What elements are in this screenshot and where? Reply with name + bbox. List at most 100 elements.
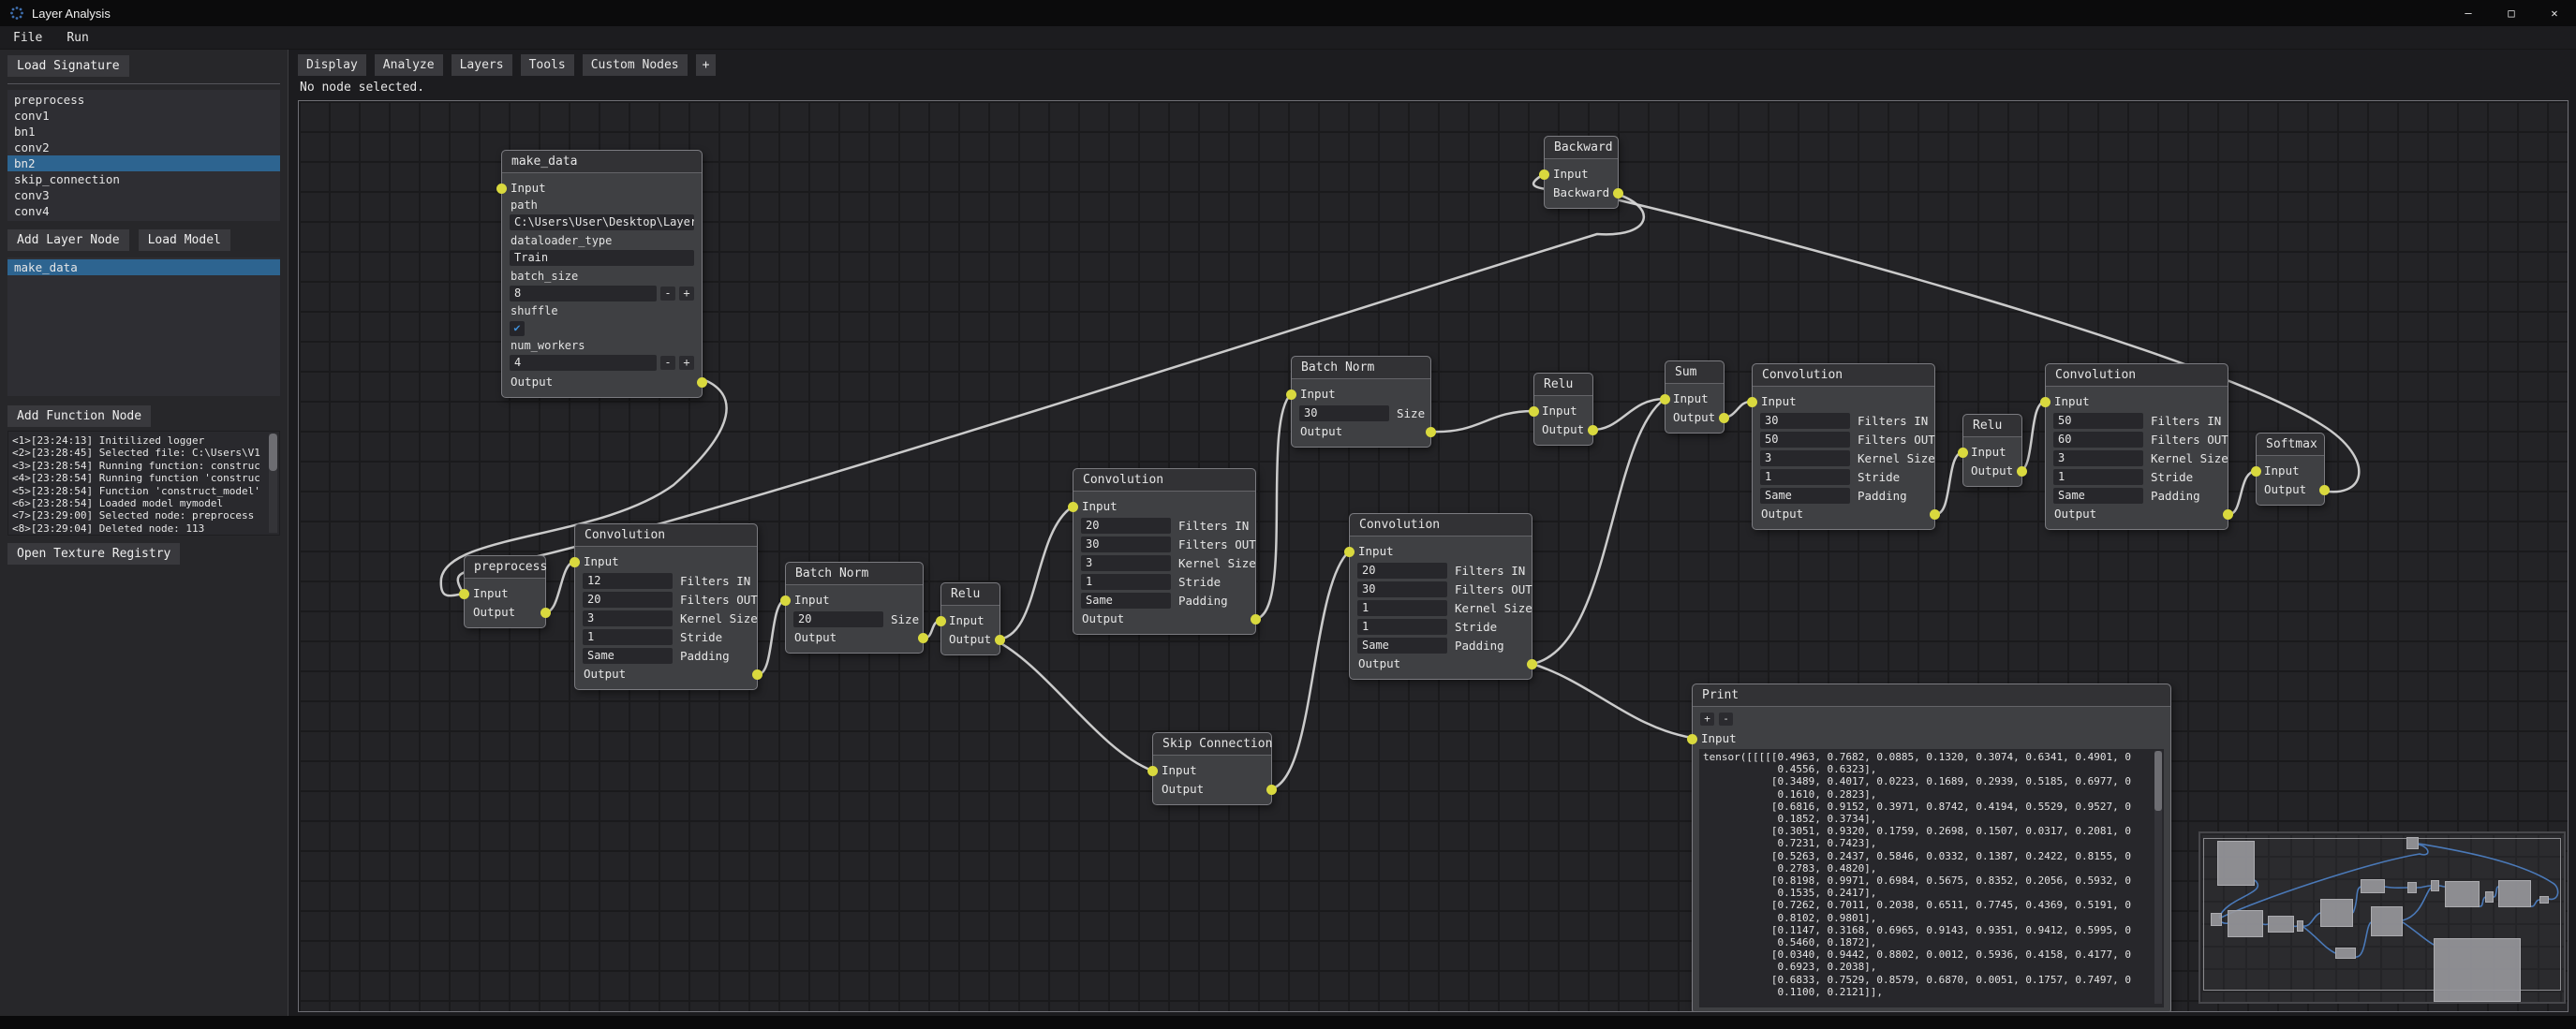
padding-field[interactable]: Same <box>1081 592 1171 609</box>
backward-port[interactable] <box>1613 187 1623 198</box>
kernel-size-field[interactable]: 1 <box>1357 599 1447 616</box>
print-remove-button[interactable]: - <box>1719 713 1733 726</box>
padding-field[interactable]: Same <box>2053 487 2143 504</box>
function-item-selected[interactable]: make_data <box>7 259 280 275</box>
input-port[interactable] <box>570 556 580 567</box>
node-title[interactable]: preprocess <box>465 556 547 579</box>
output-port[interactable] <box>2017 465 2027 477</box>
node-title[interactable]: Sum <box>1666 361 1724 384</box>
stride-field[interactable]: 1 <box>1081 573 1171 590</box>
input-port[interactable] <box>459 588 469 599</box>
output-port[interactable] <box>2319 484 2330 495</box>
output-port[interactable] <box>752 669 762 680</box>
size-field[interactable]: 20 <box>793 610 883 627</box>
add-layer-node-button[interactable]: Add Layer Node <box>7 229 129 251</box>
maximize-button[interactable]: □ <box>2508 7 2515 20</box>
input-port[interactable] <box>1747 396 1757 407</box>
tab-custom-nodes[interactable]: Custom Nodes <box>582 54 688 76</box>
input-port[interactable] <box>1529 405 1539 417</box>
menu-file[interactable]: File <box>13 30 43 45</box>
output-port[interactable] <box>697 376 707 388</box>
node-title[interactable]: Print <box>1693 684 2170 707</box>
tab-analyze[interactable]: Analyze <box>374 54 443 76</box>
output-port[interactable] <box>1266 784 1277 795</box>
node-title[interactable]: Backward <box>1545 137 1618 159</box>
increment-button[interactable]: + <box>679 356 694 370</box>
dataloader-type-field[interactable]: Train <box>510 250 694 266</box>
load-signature-button[interactable]: Load Signature <box>7 55 129 77</box>
node-relu-1[interactable]: Relu Input Output <box>936 582 1005 655</box>
node-sum[interactable]: Sum Input Output <box>1660 360 1729 434</box>
padding-field[interactable]: Same <box>583 647 673 664</box>
node-skip-connection[interactable]: Skip Connection Input Output <box>1147 732 1277 805</box>
node-title[interactable]: Convolution <box>575 524 757 547</box>
input-port[interactable] <box>1344 546 1355 557</box>
signature-item[interactable]: conv2 <box>14 140 50 154</box>
filters-out-field[interactable]: 30 <box>1357 581 1447 597</box>
decrement-button[interactable]: - <box>660 356 675 370</box>
input-port[interactable] <box>1147 765 1158 776</box>
decrement-button[interactable]: - <box>660 287 675 301</box>
node-title[interactable]: Batch Norm <box>1292 357 1430 379</box>
node-preprocess[interactable]: preprocess Input Output <box>459 555 551 628</box>
add-function-node-button[interactable]: Add Function Node <box>7 405 152 427</box>
node-relu-3[interactable]: Relu Input Output <box>1958 414 2027 487</box>
kernel-size-field[interactable]: 3 <box>1760 449 1850 466</box>
input-port[interactable] <box>1068 501 1078 512</box>
increment-button[interactable]: + <box>679 287 694 301</box>
node-title[interactable]: Relu <box>1963 415 2021 437</box>
input-port[interactable] <box>780 595 791 606</box>
node-title[interactable]: Convolution <box>1753 364 1934 387</box>
signature-item-selected[interactable]: bn2 <box>7 155 280 171</box>
node-title[interactable]: Batch Norm <box>786 563 923 585</box>
stride-field[interactable]: 1 <box>1357 618 1447 635</box>
output-port[interactable] <box>1426 426 1436 437</box>
node-make-data[interactable]: make_data Input path C:\Users\User\Deskt… <box>496 150 707 398</box>
filters-in-field[interactable]: 20 <box>1081 517 1171 534</box>
log-panel[interactable]: <1>[23:24:13] Initilized logger <2>[23:2… <box>7 431 280 536</box>
signature-item[interactable]: conv3 <box>14 188 50 202</box>
output-port[interactable] <box>1588 424 1598 435</box>
tab-layers[interactable]: Layers <box>451 54 512 76</box>
node-title[interactable]: Softmax <box>2257 434 2324 456</box>
kernel-size-field[interactable]: 3 <box>1081 554 1171 571</box>
node-title[interactable]: Convolution <box>1350 514 1532 537</box>
batch-size-field[interactable]: 8 <box>510 286 657 301</box>
output-port[interactable] <box>2223 508 2233 520</box>
tensor-scrollbar-thumb[interactable] <box>2154 751 2162 811</box>
padding-field[interactable]: Same <box>1760 487 1850 504</box>
minimap-viewport[interactable] <box>2203 838 2561 991</box>
output-port[interactable] <box>918 632 928 643</box>
log-scrollbar-thumb[interactable] <box>269 434 277 471</box>
tensor-scrollbar[interactable] <box>2154 751 2162 1004</box>
minimap[interactable] <box>2198 831 2566 1004</box>
output-port[interactable] <box>1251 613 1261 625</box>
node-backward[interactable]: Backward Input Backward <box>1539 136 1623 209</box>
signature-item[interactable]: preprocess <box>14 93 85 107</box>
function-list[interactable]: make_data <box>7 257 280 396</box>
minimize-button[interactable]: – <box>2465 7 2472 20</box>
filters-out-field[interactable]: 50 <box>1760 431 1850 448</box>
input-port[interactable] <box>1660 393 1670 404</box>
filters-in-field[interactable]: 50 <box>2053 412 2143 429</box>
signature-item[interactable]: bn1 <box>14 125 36 139</box>
size-field[interactable]: 30 <box>1299 404 1389 421</box>
num-workers-field[interactable]: 4 <box>510 355 657 371</box>
filters-out-field[interactable]: 60 <box>2053 431 2143 448</box>
print-add-button[interactable]: + <box>1700 713 1714 726</box>
open-texture-registry-button[interactable]: Open Texture Registry <box>7 543 181 565</box>
stride-field[interactable]: 1 <box>2053 468 2143 485</box>
node-title[interactable]: Skip Connection <box>1153 733 1272 756</box>
path-field[interactable]: C:\Users\User\Desktop\Layer_a <box>510 214 694 230</box>
load-model-button[interactable]: Load Model <box>138 229 230 251</box>
filters-in-field[interactable]: 30 <box>1760 412 1850 429</box>
close-button[interactable]: ✕ <box>2551 7 2558 20</box>
node-title[interactable]: Convolution <box>1073 469 1255 492</box>
node-canvas[interactable]: make_data Input path C:\Users\User\Deskt… <box>298 100 2569 1012</box>
input-port[interactable] <box>1539 169 1549 180</box>
signature-list[interactable]: preprocess conv1 bn1 conv2 bn2 skip_conn… <box>7 90 280 221</box>
